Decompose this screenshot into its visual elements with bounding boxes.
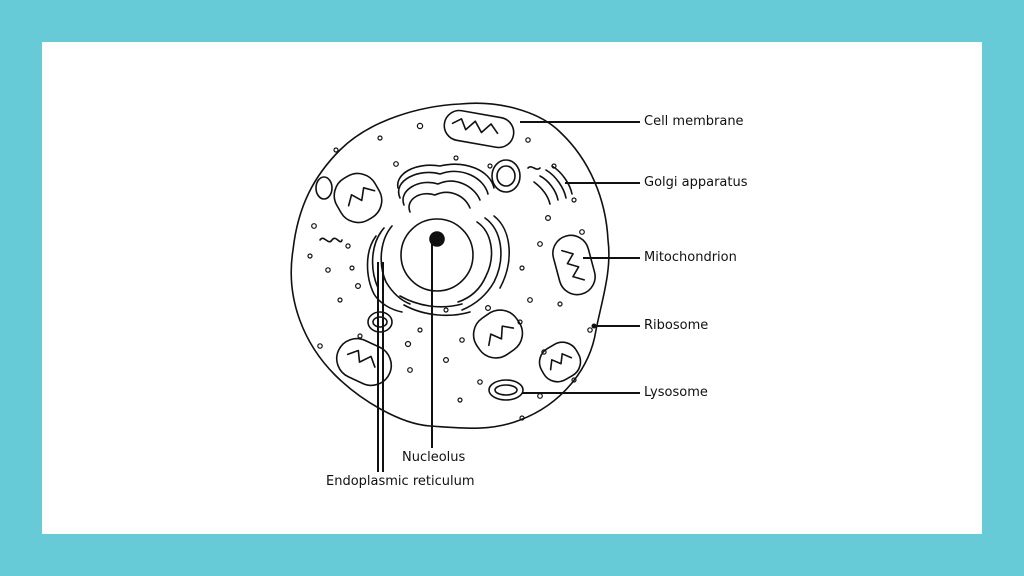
ribosomes bbox=[307, 122, 593, 421]
mitochondria bbox=[333, 109, 596, 387]
nucleolus bbox=[429, 231, 445, 247]
ribosome-pointer-dot bbox=[591, 323, 597, 329]
lysosomes bbox=[315, 159, 524, 401]
vesicle-squiggle bbox=[319, 237, 343, 243]
label-golgi-apparatus: Golgi apparatus bbox=[644, 175, 748, 190]
label-mitochondrion: Mitochondrion bbox=[644, 250, 737, 265]
label-nucleolus: Nucleolus bbox=[402, 450, 466, 465]
label-cell-membrane: Cell membrane bbox=[644, 114, 744, 129]
label-lysosome: Lysosome bbox=[644, 385, 708, 400]
nucleus bbox=[400, 218, 474, 292]
cell-membrane-outline bbox=[290, 102, 610, 430]
vesicle-squiggle bbox=[527, 166, 541, 170]
endoplasmic-reticulum bbox=[366, 163, 510, 317]
golgi-apparatus bbox=[533, 165, 573, 205]
label-endoplasmic-reticulum: Endoplasmic reticulum bbox=[326, 474, 475, 489]
label-ribosome: Ribosome bbox=[644, 318, 709, 333]
